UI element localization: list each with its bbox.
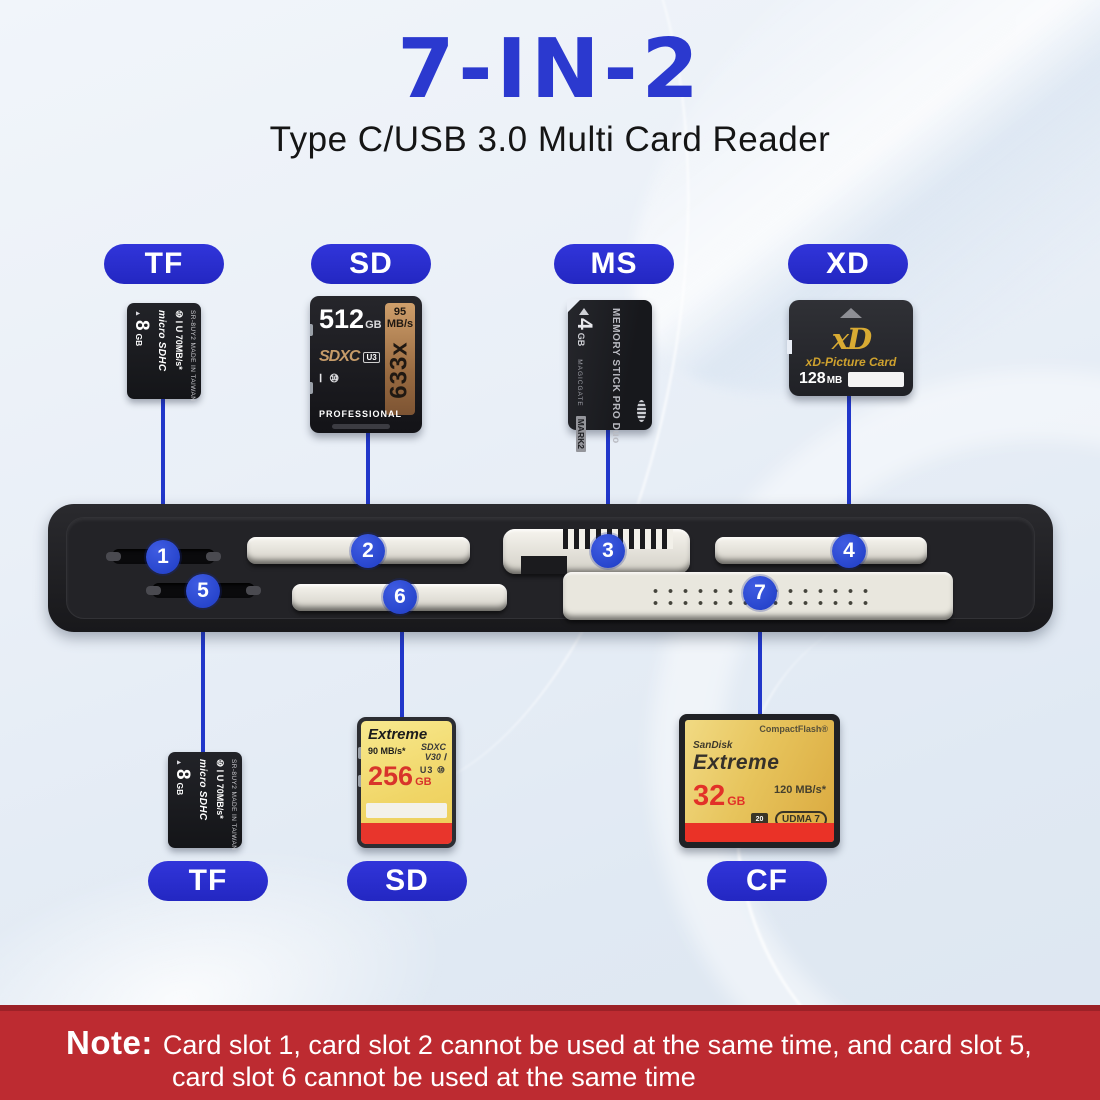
memory-stick-card: MEMORY STICK PRO Duo 4 GB MAGICGATE MARK…: [567, 299, 652, 452]
connector-line-3: [606, 428, 610, 548]
label-tf-bottom: TF: [148, 861, 268, 901]
slot-number-1: 1: [146, 540, 180, 574]
label-sd-top: SD: [311, 244, 431, 284]
extreme-label: Extreme: [368, 726, 428, 743]
card-notch: [310, 324, 313, 336]
label-xd-top: XD: [788, 244, 908, 284]
uhs-class-row: Ⅰ ⑩: [319, 373, 342, 385]
arrow-up-icon: ▲: [175, 759, 183, 766]
mark2-badge: MARK2: [576, 415, 586, 452]
microsd-logo: micro SDHC: [156, 310, 168, 372]
sdxc-logo-row: SDXC U3: [319, 348, 380, 366]
slot-cap: [206, 552, 221, 561]
note-banner: Note: Card slot 1, card slot 2 cannot be…: [0, 1005, 1100, 1100]
card-notch: [787, 340, 792, 354]
u3-badge: U3: [363, 351, 380, 363]
connector-line-1: [161, 398, 165, 553]
page-title: 7-IN-2: [397, 22, 703, 117]
connector-line-2: [366, 430, 370, 548]
tf-card-print: SR-8UY2 MADE IN TAIWAN ⑩ Ⅰ U 70MB/s* mic…: [127, 303, 201, 402]
sd-capacity: 256 GB: [368, 761, 432, 791]
label-sd-bottom: SD: [347, 861, 467, 901]
microsd-logo: micro SDHC: [197, 759, 209, 821]
cf-card-face: CompactFlash® SanDisk Extreme 32 GB 120 …: [685, 720, 834, 842]
note-label: Note:: [66, 1024, 153, 1061]
arrow-up-icon: ▲: [134, 310, 142, 317]
slot-xd-4: [715, 537, 927, 564]
slot-number-7: 7: [743, 576, 777, 610]
tf-card-print: SR-8UY2 MADE IN TAIWAN ⑩ Ⅰ U 70MB/s* mic…: [168, 752, 242, 851]
red-stripe: [685, 823, 834, 842]
sd-professional-label: PROFESSIONAL: [319, 409, 403, 419]
slot-cap: [106, 552, 121, 561]
slot-number-6: 6: [383, 580, 417, 614]
xd-logo: xD: [831, 322, 872, 356]
cf-card: CompactFlash® SanDisk Extreme 32 GB 120 …: [679, 714, 840, 848]
ms-corner-cut: [567, 299, 581, 313]
note-line-2: card slot 6 cannot be used at the same t…: [172, 1062, 696, 1092]
slot-cap: [146, 586, 161, 595]
sd-speed: 90 MB/s*: [368, 746, 406, 756]
ms-title: MEMORY STICK PRO Duo: [610, 308, 622, 444]
label-tf-top: TF: [104, 244, 224, 284]
connector-line-7: [758, 596, 762, 717]
slot-number-4: 4: [832, 534, 866, 568]
write-label-stripe: [366, 803, 447, 818]
arrow-up-icon: [840, 308, 862, 318]
page-subtitle: Type C/USB 3.0 Multi Card Reader: [269, 120, 831, 159]
slot-step: [521, 556, 567, 574]
speed-class-badges: U3 ⑩: [419, 765, 446, 775]
cf-speed: 120 MB/s*: [774, 784, 826, 796]
sdxc-logo: SDXC: [319, 348, 360, 365]
red-stripe: [361, 823, 452, 844]
cf-capacity: 32 GB: [693, 780, 746, 812]
arrow-left-icon: [579, 308, 590, 315]
slot-number-5: 5: [186, 574, 220, 608]
connector-line-5: [201, 594, 205, 752]
label-ms-top: MS: [554, 244, 674, 284]
sd-rating: 633x: [386, 341, 414, 399]
ms-capacity-row: 4 GB MAGICGATE MARK2: [573, 308, 596, 452]
xd-name: xD-Picture Card: [805, 355, 897, 369]
tf-capacity: ▲ 8 GB: [131, 310, 153, 347]
extreme-label: Extreme: [693, 751, 780, 774]
vpg-badge: 20: [751, 813, 768, 826]
tf-speed-class: ⑩ Ⅰ U 70MB/s*: [173, 310, 184, 370]
tf-capacity: ▲ 8 GB: [172, 759, 194, 796]
note-line-1: Note: Card slot 1, card slot 2 cannot be…: [66, 1024, 1032, 1061]
sony-emblem-icon: [637, 400, 646, 422]
xd-blank-label: [848, 371, 905, 387]
sd-contact-bar: [332, 424, 390, 429]
sandisk-label: SanDisk: [693, 740, 733, 751]
sd-capacity: 512 GB: [319, 304, 382, 334]
tf-card-bottom: SR-8UY2 MADE IN TAIWAN ⑩ Ⅰ U 70MB/s* mic…: [168, 752, 242, 851]
card-notch: [358, 775, 363, 787]
tf-speed-class: ⑩ Ⅰ U 70MB/s*: [214, 759, 225, 819]
compactflash-label: CompactFlash®: [759, 724, 828, 734]
ms-card-print: MEMORY STICK PRO Duo 4 GB MAGICGATE MARK…: [568, 300, 652, 452]
slot-number-2: 2: [351, 534, 385, 568]
tf-serial: SR-8UY2 MADE IN TAIWAN: [230, 759, 237, 851]
connector-line-6: [400, 600, 404, 720]
magicgate-label: MAGICGATE: [576, 359, 583, 407]
tf-card-top: SR-8UY2 MADE IN TAIWAN ⑩ Ⅰ U 70MB/s* mic…: [127, 303, 201, 402]
label-cf-bottom: CF: [707, 861, 827, 901]
tf-serial: SR-8UY2 MADE IN TAIWAN: [189, 310, 196, 402]
slot-cap: [246, 586, 261, 595]
card-notch: [358, 747, 363, 759]
card-notch: [310, 382, 313, 394]
slot-number-3: 3: [591, 534, 625, 568]
connector-line-4: [847, 394, 851, 548]
